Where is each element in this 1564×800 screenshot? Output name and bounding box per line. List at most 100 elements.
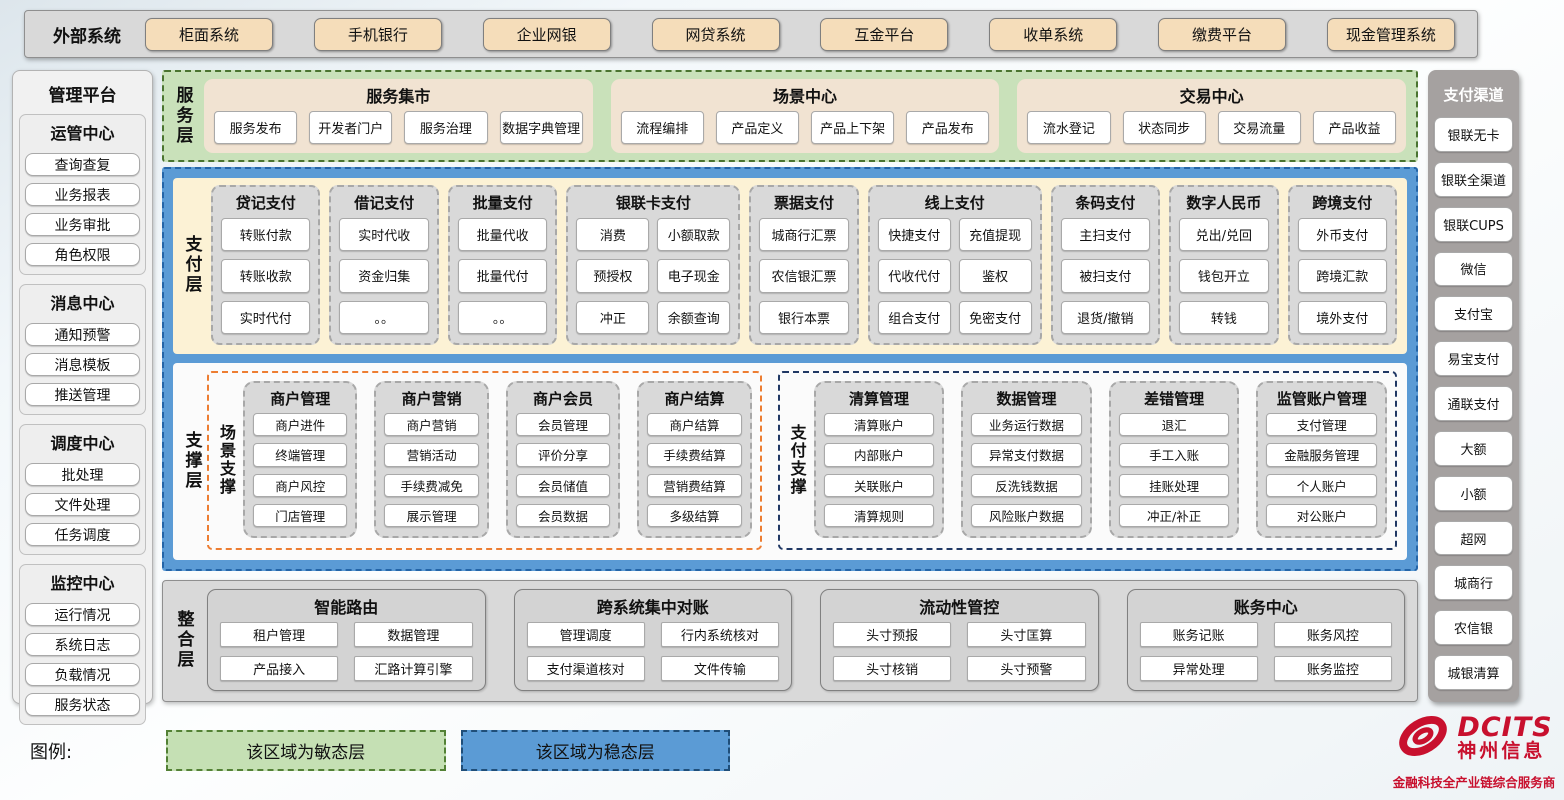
mgmt-item-button[interactable]: 通知预警 xyxy=(25,323,140,346)
mgmt-item-button[interactable]: 服务状态 xyxy=(25,693,140,716)
support-item-button[interactable]: 手续费结算 xyxy=(647,443,742,467)
integration-item-button[interactable]: 头寸匡算 xyxy=(967,622,1086,647)
payment-item-button[interactable]: 组合支付 xyxy=(877,300,951,334)
integration-item-button[interactable]: 账务记账 xyxy=(1139,622,1258,647)
payment-channel-button[interactable]: 城银清算 xyxy=(1434,655,1513,690)
support-item-button[interactable]: 展示管理 xyxy=(384,503,479,527)
support-item-button[interactable]: 评价分享 xyxy=(515,443,611,467)
support-item-button[interactable]: 手续费减免 xyxy=(384,473,479,497)
service-item-button[interactable]: 流水登记 xyxy=(1027,111,1111,144)
payment-item-button[interactable]: 批量代收 xyxy=(457,218,548,252)
mgmt-item-button[interactable]: 查询查复 xyxy=(25,153,140,176)
payment-item-button[interactable]: 免密支付 xyxy=(958,300,1032,334)
mgmt-item-button[interactable]: 文件处理 xyxy=(25,493,140,516)
payment-channel-button[interactable]: 城商行 xyxy=(1434,565,1513,601)
integration-item-button[interactable]: 数据管理 xyxy=(354,622,473,647)
payment-channel-button[interactable]: 支付宝 xyxy=(1434,296,1513,332)
support-item-button[interactable]: 会员储值 xyxy=(515,473,611,497)
payment-channel-button[interactable]: 易宝支付 xyxy=(1434,341,1513,377)
support-item-button[interactable]: 商户风控 xyxy=(253,473,348,497)
mgmt-item-button[interactable]: 系统日志 xyxy=(25,633,140,656)
support-item-button[interactable]: 清算规则 xyxy=(823,503,935,527)
payment-item-button[interactable]: 跨境汇款 xyxy=(1297,259,1388,293)
service-item-button[interactable]: 数据字典管理 xyxy=(499,111,583,144)
payment-item-button[interactable]: 冲正 xyxy=(576,300,650,334)
support-item-button[interactable]: 退汇 xyxy=(1118,413,1230,437)
payment-item-button[interactable]: 退货/撤销 xyxy=(1060,300,1151,334)
payment-channel-button[interactable]: 大额 xyxy=(1434,430,1513,466)
support-item-button[interactable]: 风险账户数据 xyxy=(971,503,1082,527)
service-item-button[interactable]: 交易流量 xyxy=(1217,111,1301,144)
external-system-button[interactable]: 柜面系统 xyxy=(145,17,273,51)
payment-item-button[interactable]: 消费 xyxy=(576,218,650,252)
integration-item-button[interactable]: 汇路计算引擎 xyxy=(354,656,473,681)
support-item-button[interactable]: 关联账户 xyxy=(823,473,935,497)
integration-item-button[interactable]: 账务风控 xyxy=(1273,622,1392,647)
payment-channel-button[interactable]: 银联全渠道 xyxy=(1434,161,1513,197)
integration-item-button[interactable]: 异常处理 xyxy=(1139,656,1258,681)
support-item-button[interactable]: 业务运行数据 xyxy=(971,413,1082,437)
payment-item-button[interactable]: 被扫支付 xyxy=(1060,259,1151,293)
payment-item-button[interactable]: 转账收款 xyxy=(221,259,311,293)
integration-item-button[interactable]: 租户管理 xyxy=(220,622,339,647)
service-item-button[interactable]: 服务治理 xyxy=(404,111,488,144)
payment-item-button[interactable]: 充值提现 xyxy=(958,218,1032,252)
payment-item-button[interactable]: 兑出/兑回 xyxy=(1179,218,1269,252)
mgmt-item-button[interactable]: 负载情况 xyxy=(25,663,140,686)
integration-item-button[interactable]: 头寸核销 xyxy=(833,656,952,681)
payment-item-button[interactable]: 转账付款 xyxy=(221,218,311,252)
mgmt-item-button[interactable]: 业务报表 xyxy=(25,183,140,206)
support-item-button[interactable]: 金融服务管理 xyxy=(1266,443,1377,467)
integration-item-button[interactable]: 支付渠道核对 xyxy=(526,656,645,681)
support-item-button[interactable]: 清算账户 xyxy=(823,413,935,437)
payment-channel-button[interactable]: 通联支付 xyxy=(1434,386,1513,421)
service-item-button[interactable]: 产品上下架 xyxy=(811,111,895,144)
service-item-button[interactable]: 服务发布 xyxy=(214,111,298,144)
integration-item-button[interactable]: 头寸预报 xyxy=(833,622,952,647)
support-item-button[interactable]: 会员数据 xyxy=(515,503,611,527)
payment-item-button[interactable]: 批量代付 xyxy=(457,259,548,293)
payment-channel-button[interactable]: 银联CUPS xyxy=(1434,206,1513,242)
payment-item-button[interactable]: 余额查询 xyxy=(657,300,731,334)
support-item-button[interactable]: 营销费结算 xyxy=(647,473,742,497)
support-item-button[interactable]: 营销活动 xyxy=(384,443,479,467)
external-system-button[interactable]: 网贷系统 xyxy=(651,17,780,51)
service-item-button[interactable]: 流程编排 xyxy=(620,111,704,144)
payment-item-button[interactable]: 实时代付 xyxy=(221,300,311,334)
payment-item-button[interactable]: 主扫支付 xyxy=(1060,218,1151,252)
integration-item-button[interactable]: 管理调度 xyxy=(526,622,645,647)
payment-channel-button[interactable]: 银联无卡 xyxy=(1434,117,1513,152)
service-item-button[interactable]: 状态同步 xyxy=(1122,111,1206,144)
payment-item-button[interactable]: 预授权 xyxy=(576,259,650,293)
payment-item-button[interactable]: 代收代付 xyxy=(877,259,951,293)
service-item-button[interactable]: 产品收益 xyxy=(1312,111,1397,144)
integration-item-button[interactable]: 产品接入 xyxy=(220,656,339,681)
payment-item-button[interactable]: 资金归集 xyxy=(339,259,429,293)
external-system-button[interactable]: 互金平台 xyxy=(820,17,949,51)
integration-item-button[interactable]: 文件传输 xyxy=(660,656,779,681)
mgmt-item-button[interactable]: 批处理 xyxy=(25,463,140,486)
payment-item-button[interactable]: 钱包开立 xyxy=(1179,259,1269,293)
external-system-button[interactable]: 企业网银 xyxy=(482,17,611,51)
payment-item-button[interactable]: 。。 xyxy=(457,300,548,334)
support-item-button[interactable]: 挂账处理 xyxy=(1118,473,1230,497)
external-system-button[interactable]: 缴费平台 xyxy=(1158,17,1287,51)
mgmt-item-button[interactable]: 业务审批 xyxy=(25,213,140,236)
external-system-button[interactable]: 手机银行 xyxy=(313,17,442,51)
payment-item-button[interactable]: 快捷支付 xyxy=(877,218,951,252)
payment-item-button[interactable]: 农信银汇票 xyxy=(759,259,849,293)
mgmt-item-button[interactable]: 运行情况 xyxy=(25,603,140,626)
support-item-button[interactable]: 对公账户 xyxy=(1266,503,1377,527)
support-item-button[interactable]: 反洗钱数据 xyxy=(971,473,1082,497)
support-item-button[interactable]: 内部账户 xyxy=(823,443,935,467)
support-item-button[interactable]: 门店管理 xyxy=(253,503,348,527)
integration-item-button[interactable]: 头寸预警 xyxy=(967,656,1086,681)
support-item-button[interactable]: 手工入账 xyxy=(1118,443,1230,467)
integration-item-button[interactable]: 行内系统核对 xyxy=(660,622,779,647)
support-item-button[interactable]: 个人账户 xyxy=(1266,473,1377,497)
support-item-button[interactable]: 商户结算 xyxy=(647,413,742,437)
payment-item-button[interactable]: 外币支付 xyxy=(1297,218,1388,252)
mgmt-item-button[interactable]: 角色权限 xyxy=(25,243,140,266)
payment-channel-button[interactable]: 微信 xyxy=(1434,251,1513,287)
support-item-button[interactable]: 终端管理 xyxy=(253,443,348,467)
